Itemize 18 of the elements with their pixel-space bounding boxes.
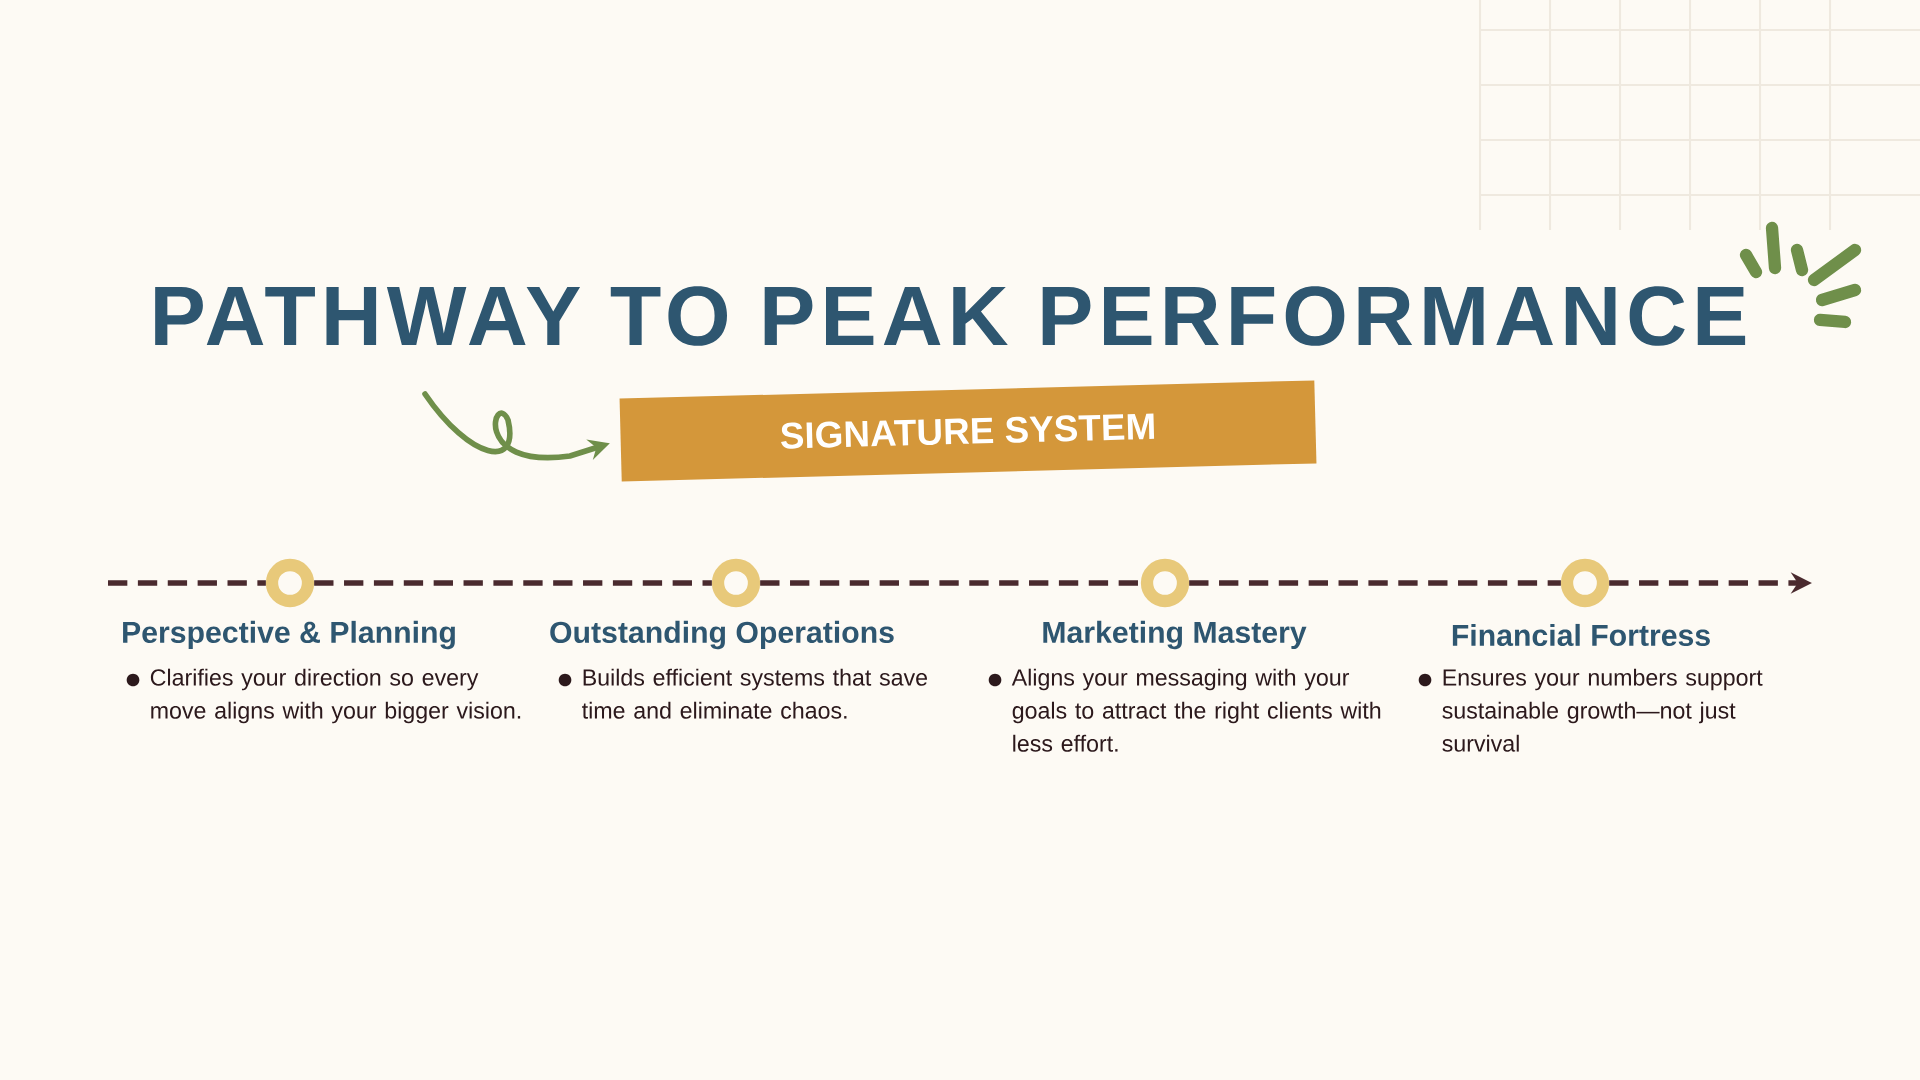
title: PATHWAY TO PEAK PERFORMANCE xyxy=(155,286,1746,346)
timeline-line xyxy=(108,580,266,586)
step-heading: Financial Fortress xyxy=(1452,623,1710,647)
bullet-text: Aligns your messaging with your goals to attract the right clients with less effort. xyxy=(1011,668,1381,752)
step-heading: Outstanding Operations xyxy=(550,620,894,650)
bullet-text: Builds efficient systems that save time and eliminate chaos. xyxy=(582,668,927,719)
timeline-circle xyxy=(1140,558,1190,608)
timeline-line xyxy=(1189,580,1561,586)
timeline-circle xyxy=(1560,558,1610,608)
step-heading: Marketing Mastery xyxy=(1043,620,1307,650)
bullet-text: Ensures your numbers support sustainable growth—not just survival xyxy=(1442,668,1763,752)
step-heading: Perspective & Planning xyxy=(123,620,455,650)
timeline-circle xyxy=(265,558,315,608)
timeline-circle xyxy=(711,558,761,608)
bullet-text: Clarifies your direction so every move aligns with your bigger vision. xyxy=(150,668,521,724)
banner: SIGNATURE SYSTEM xyxy=(619,380,1317,482)
timeline-line xyxy=(314,580,712,586)
timeline-line xyxy=(760,580,1141,586)
